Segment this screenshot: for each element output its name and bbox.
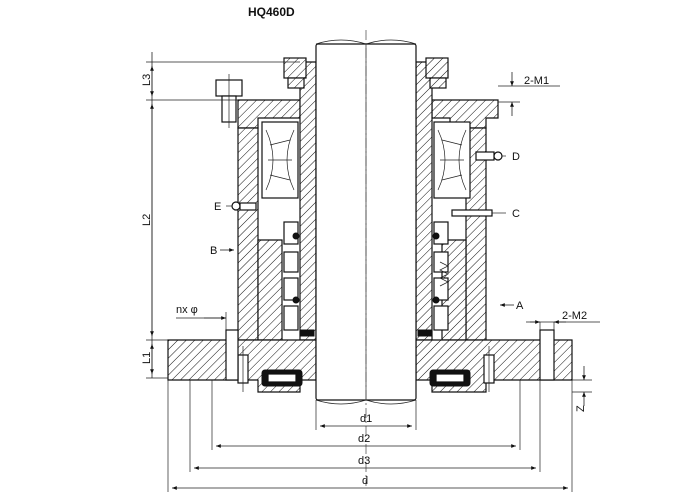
dim-l2-label: L2 bbox=[141, 214, 153, 226]
top-hex-bolt bbox=[215, 74, 243, 128]
right-bottom-bolt bbox=[483, 346, 495, 392]
port-d-fitting bbox=[475, 151, 503, 161]
dim-l1-label: L1 bbox=[141, 352, 153, 364]
left-seal-rings bbox=[283, 221, 315, 337]
left-bearing bbox=[261, 121, 299, 199]
bottom-diameter-dimensions bbox=[167, 380, 573, 492]
dim-d1-label: d1 bbox=[360, 413, 372, 425]
port-d-label: D bbox=[512, 151, 520, 163]
right-flange-hole bbox=[539, 329, 555, 381]
left-flange-hole bbox=[225, 329, 239, 381]
port-c-label: C bbox=[512, 208, 520, 220]
m2-label: 2-M2 bbox=[562, 310, 587, 322]
m1-dimension bbox=[498, 72, 560, 116]
left-dimensions bbox=[146, 52, 300, 379]
port-c-fitting bbox=[451, 209, 493, 217]
nx-phi-label: nx φ bbox=[176, 304, 198, 316]
z-label: Z bbox=[575, 405, 587, 412]
dim-d-label: d bbox=[362, 475, 368, 487]
nx-phi-dimension bbox=[176, 312, 227, 330]
port-e-fitting bbox=[231, 201, 257, 211]
dim-l3-label: L3 bbox=[141, 74, 153, 86]
z-dimension bbox=[572, 366, 592, 406]
right-seal-rings bbox=[417, 221, 449, 337]
right-bearing bbox=[433, 121, 471, 199]
drawing-title: HQ460D bbox=[248, 5, 295, 19]
right-seal-body bbox=[415, 57, 573, 393]
port-a-label: A bbox=[516, 300, 524, 312]
port-b-label: B bbox=[210, 245, 217, 257]
m2-dimension bbox=[526, 320, 600, 330]
m1-label: 2-M1 bbox=[524, 75, 549, 87]
dim-d2-label: d2 bbox=[358, 433, 370, 445]
port-e-label: E bbox=[214, 201, 221, 213]
dim-d3-label: d3 bbox=[358, 455, 370, 467]
